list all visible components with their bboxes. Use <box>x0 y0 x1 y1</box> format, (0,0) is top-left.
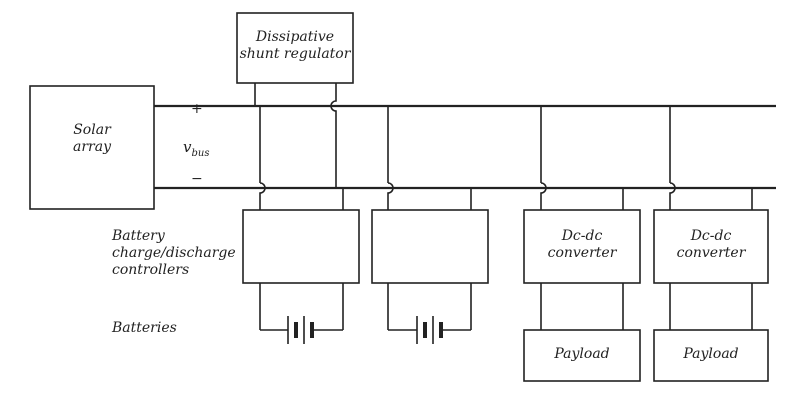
battery-controllers-label-line-2: charge/discharge <box>112 245 236 261</box>
payload-2-label: Payload <box>683 346 739 362</box>
converter-1-label: Dc-dc converter <box>524 228 640 262</box>
dc-dc-converter-1-box <box>523 209 641 284</box>
shunt-regulator-label-line-2: shunt regulator <box>239 46 351 62</box>
solar-array-label-line-2: array <box>73 139 111 155</box>
battery-controllers-label-line-3: controllers <box>112 262 190 278</box>
payload-1-box <box>523 329 641 382</box>
battery-controllers-label-line-1: Battery <box>112 228 165 244</box>
battery-controller-1-box <box>242 209 360 284</box>
shunt-regulator-label-line-1: Dissipative <box>255 29 335 45</box>
converter-2-label-line-2: converter <box>676 245 746 261</box>
solar-array-box <box>29 85 155 210</box>
plus-sign: + <box>191 101 203 117</box>
dc-dc-converter-2-box <box>653 209 769 284</box>
controller-2-wire-positive-hop <box>387 182 394 210</box>
battery-1-icon <box>287 316 314 344</box>
converter-1-wire-positive-hop <box>540 182 547 210</box>
converter-2-label: Dc-dc converter <box>654 228 768 262</box>
vbus-subscript: bus <box>191 148 210 159</box>
solar-array-label: Solar array <box>30 122 154 156</box>
converter-1-label-line-2: converter <box>547 245 617 261</box>
converter-1-label-line-1: Dc-dc <box>561 228 603 244</box>
shunt-regulator-label: Dissipative shunt regulator <box>237 29 353 63</box>
vbus-main: v <box>183 138 192 156</box>
solar-array-label-line-1: Solar <box>73 122 111 138</box>
battery-controllers-label: Battery charge/discharge controllers <box>112 228 236 279</box>
converter-2-label-line-1: Dc-dc <box>690 228 732 244</box>
minus-sign: − <box>191 171 203 187</box>
battery-2-icon <box>416 316 443 344</box>
payload-2-box <box>653 329 769 382</box>
battery-controller-2-box <box>371 209 489 284</box>
batteries-label: Batteries <box>112 320 177 336</box>
vbus-label: vbus <box>183 139 209 162</box>
payload-1-label: Payload <box>554 346 610 362</box>
shunt-regulator-box <box>236 12 354 84</box>
shunt-wire-negative <box>330 83 337 188</box>
controller-1-wire-positive-hop <box>259 182 266 210</box>
converter-2-wire-positive-hop <box>669 182 676 210</box>
